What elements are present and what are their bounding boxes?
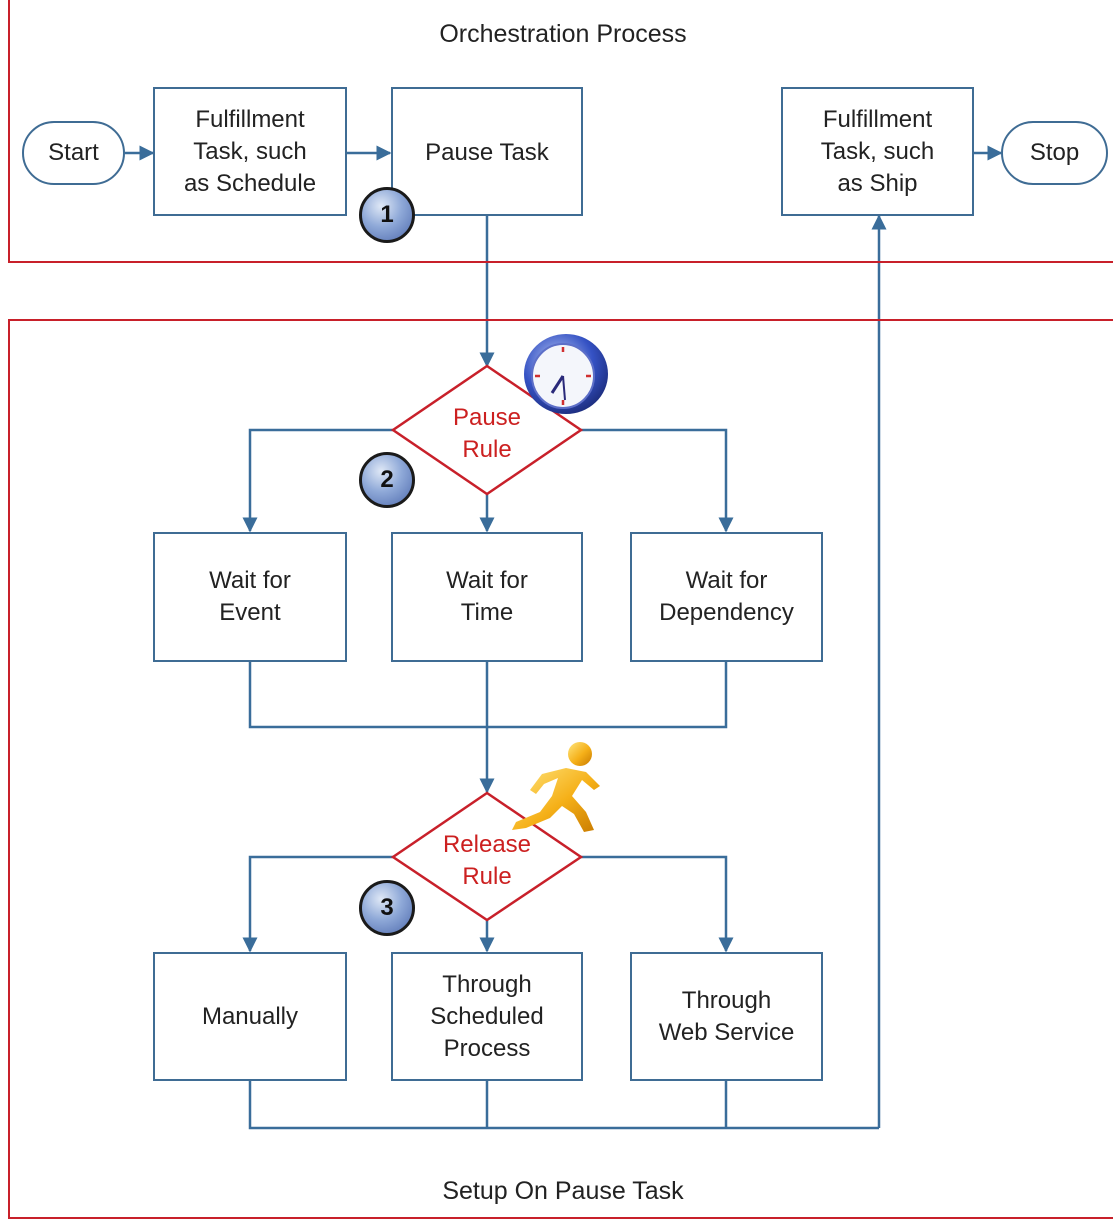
arrow-rule-to-event	[242, 428, 393, 533]
start-terminal: Start	[22, 121, 125, 185]
stop-terminal: Stop	[1001, 121, 1108, 185]
arrow-release-to-webservice	[581, 855, 734, 953]
orchestration-lane-title: Orchestration Process	[439, 20, 687, 48]
arrow-rule-to-dependency	[581, 428, 734, 533]
merge-release-boxes	[248, 1081, 879, 1130]
through-scheduled-process-box: Through Scheduled Process	[391, 952, 583, 1081]
pause-task-box: Pause Task	[391, 87, 583, 216]
release-rule-diamond	[390, 791, 584, 922]
step-badge-3: 3	[359, 880, 415, 936]
manually-box: Manually	[153, 952, 347, 1081]
running-person-icon	[512, 742, 600, 832]
through-web-service-box: Through Web Service	[630, 952, 823, 1081]
step-badge-1: 1	[359, 187, 415, 243]
fulfillment-schedule-box: Fulfillment Task, such as Schedule	[153, 87, 347, 216]
wait-for-time-box: Wait for Time	[391, 532, 583, 662]
pause-rule-label: Pause Rule	[452, 404, 522, 463]
setup-lane-title: Setup On Pause Task	[442, 1177, 684, 1205]
wait-for-dependency-box: Wait for Dependency	[630, 532, 823, 662]
wait-for-event-box: Wait for Event	[153, 532, 347, 662]
clock-icon	[524, 334, 608, 414]
release-rule-label: Release Rule	[442, 831, 532, 890]
orchestration-lane: Orchestration Process	[8, 0, 1113, 263]
step-badge-2: 2	[359, 452, 415, 508]
fulfillment-ship-box: Fulfillment Task, such as Ship	[781, 87, 974, 216]
arrow-release-to-manual	[242, 855, 393, 953]
